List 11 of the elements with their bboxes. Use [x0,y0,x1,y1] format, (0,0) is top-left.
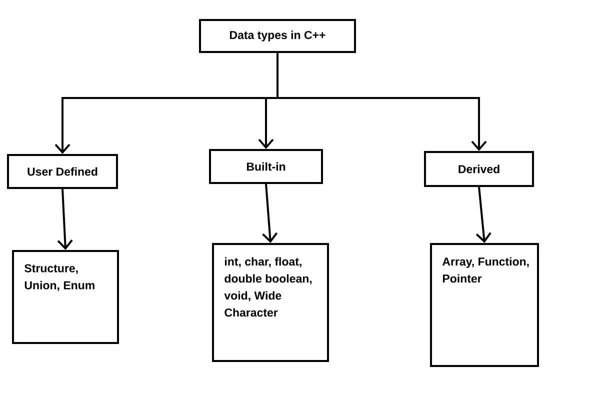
category-box: User Defined [7,154,118,189]
arrow [476,186,492,243]
arrow [276,53,487,151]
arrow [57,188,73,250]
list-box: int, char, float, double boolean, void, Wide Character [212,243,329,362]
arrow [262,184,278,243]
category-box: Derived [424,151,534,187]
category-box: Built-in [209,149,323,184]
list-box: Structure, Union, Enum [12,250,119,344]
root-box: Data types in C++ [199,19,356,53]
list-box: Array, Function, Pointer [430,243,539,367]
